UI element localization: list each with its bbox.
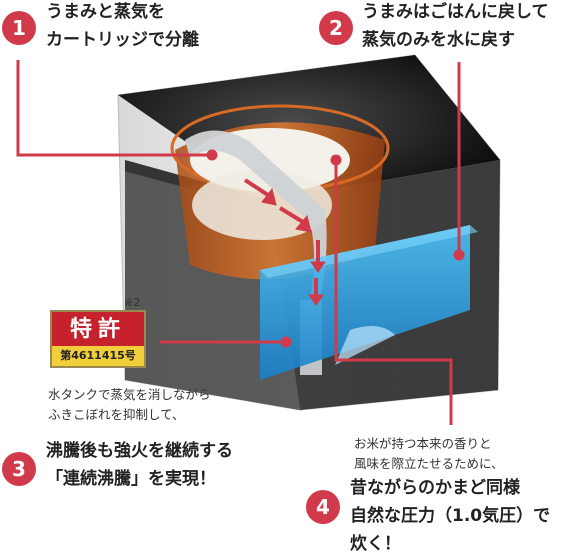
callout-4-lead: お米が持つ本来の香りと 風味を際立たせるために、 xyxy=(354,436,504,471)
patent-note: ※2 xyxy=(124,296,141,309)
callout-1-text: うまみと蒸気を カートリッジで分離 xyxy=(46,2,199,50)
callout-1-number: 1 xyxy=(2,11,36,45)
patent-title: 特許 xyxy=(50,310,146,346)
callout-2-number: 2 xyxy=(319,11,353,45)
callout-3-lead: 水タンクで蒸気を消しながら ふきこぼれを抑制して、 xyxy=(48,387,211,422)
patent-badge: 特許 第4611415号 xyxy=(50,310,146,368)
callout-4-text: 昔ながらのかまど同様 自然な圧力（1.0気圧）で 炊く！ xyxy=(350,478,551,554)
steam-flow-arrows xyxy=(243,178,326,306)
callout-3-number: 3 xyxy=(2,452,36,486)
callout-2-text: うまみはごはんに戻して 蒸気のみを水に戻す xyxy=(362,2,549,50)
leader-lines xyxy=(16,60,465,425)
callout-4-number: 4 xyxy=(306,490,340,524)
patent-number: 第4611415号 xyxy=(50,346,146,368)
callout-3-text: 沸騰後も強火を継続する 「連続沸騰」を実現！ xyxy=(46,441,233,489)
